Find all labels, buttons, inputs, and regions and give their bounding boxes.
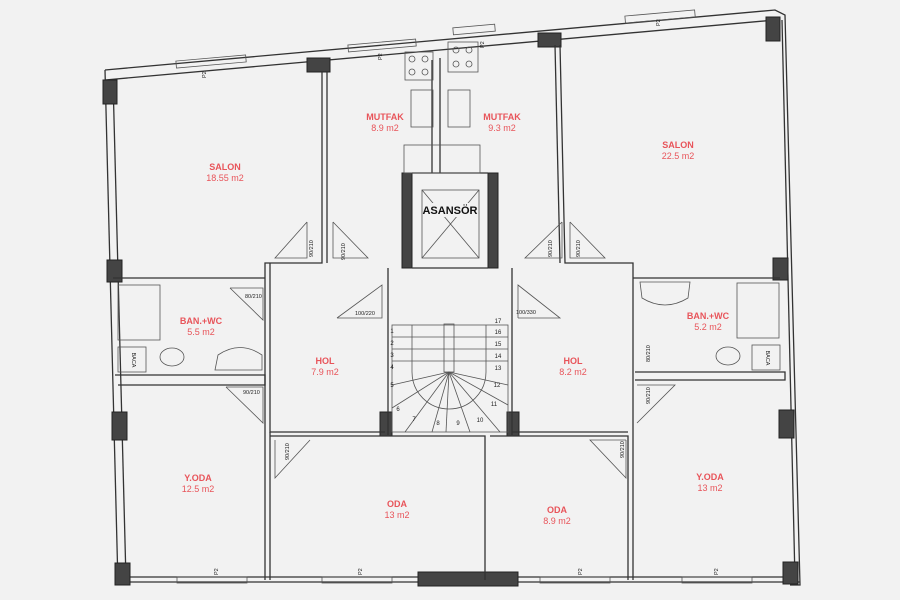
step-number: 17 (495, 319, 502, 325)
room-name: BAN.+WC (180, 316, 223, 326)
door-size-label: 100/330 (516, 310, 536, 316)
room-name: MUTFAK (366, 112, 404, 122)
step-number: 14 (495, 354, 502, 360)
kitchen-fixtures (403, 41, 481, 174)
room-name: ODA (547, 505, 568, 515)
chimney-label: BACA (130, 353, 136, 368)
room-area: 22.5 m2 (662, 151, 695, 161)
door-size-label: 90/210 (620, 441, 626, 458)
window-label: P2 (656, 19, 662, 26)
door-swings (225, 221, 676, 480)
room-name: Y.ODA (696, 472, 724, 482)
door-size-label: 90/210 (309, 240, 315, 257)
room-name: Y.ODA (184, 473, 212, 483)
window-label: P2 (214, 568, 220, 575)
room-area: 7.9 m2 (311, 367, 339, 377)
window-label: P2 (378, 53, 384, 60)
door-size-label: 90/210 (243, 390, 260, 396)
door-size-label: 80/210 (245, 294, 262, 300)
room-area: 8.2 m2 (559, 367, 587, 377)
outer-walls (104, 9, 801, 586)
room-area: 5.5 m2 (187, 327, 215, 337)
room-name: MUTFAK (483, 112, 521, 122)
door-labels: 90/210 90/210 90/210 90/210 80/210 100/2… (243, 240, 652, 460)
elevator-label: ASANSÖR (422, 204, 477, 217)
interior-walls (113, 44, 786, 580)
door-size-label: 90/210 (646, 387, 652, 404)
door-size-label: 100/220 (355, 311, 375, 317)
room-area: 18.55 m2 (206, 173, 244, 183)
room-name: ODA (387, 499, 408, 509)
door-size-label: 90/210 (548, 240, 554, 257)
window-label: P2 (578, 568, 584, 575)
step-number: 2 (390, 341, 394, 347)
columns (102, 16, 799, 587)
step-number: 12 (494, 383, 501, 389)
room-area: 9.3 m2 (488, 123, 516, 133)
step-number: 7 (412, 417, 416, 423)
window-label: P2 (202, 71, 208, 78)
door-size-label: 80/210 (646, 345, 652, 362)
chimney-label: BACA (764, 351, 770, 366)
windows: P2 P2 P2 P2 P2 P2 P2 P2 (175, 9, 753, 584)
step-number: 8 (436, 421, 440, 427)
room-area: 5.2 m2 (694, 322, 722, 332)
elevator: ASANSÖR (421, 189, 480, 259)
step-number: 9 (456, 421, 460, 427)
bathroom-fixtures: BACA BACA (117, 281, 781, 373)
room-name: HOL (564, 356, 584, 366)
door-size-label: 90/210 (576, 240, 582, 257)
room-area: 12.5 m2 (182, 484, 215, 494)
room-name: SALON (662, 140, 694, 150)
step-number: 11 (491, 402, 498, 408)
room-name: HOL (316, 356, 336, 366)
room-name: BAN.+WC (687, 311, 730, 321)
room-area: 8.9 m2 (371, 123, 399, 133)
window-label: P2 (358, 568, 364, 575)
step-number: 3 (390, 353, 394, 359)
step-number: 15 (495, 342, 502, 348)
step-number: 16 (495, 330, 502, 336)
room-area: 8.9 m2 (543, 516, 571, 526)
door-size-label: 90/210 (285, 443, 291, 460)
room-area: 13 m2 (384, 510, 409, 520)
step-number: 10 (477, 418, 484, 424)
room-area: 13 m2 (697, 483, 722, 493)
window-label: P2 (480, 41, 486, 48)
step-number: 4 (390, 365, 394, 371)
step-number: 1 (390, 329, 394, 335)
room-name: SALON (209, 162, 241, 172)
step-number: 13 (495, 366, 502, 372)
step-number: 6 (396, 407, 400, 413)
staircase: 1 2 3 4 5 6 7 8 9 10 11 12 13 14 15 16 1… (390, 319, 509, 433)
step-number: 5 (390, 383, 394, 389)
window-label: P2 (714, 568, 720, 575)
door-size-label: 90/210 (341, 243, 347, 260)
